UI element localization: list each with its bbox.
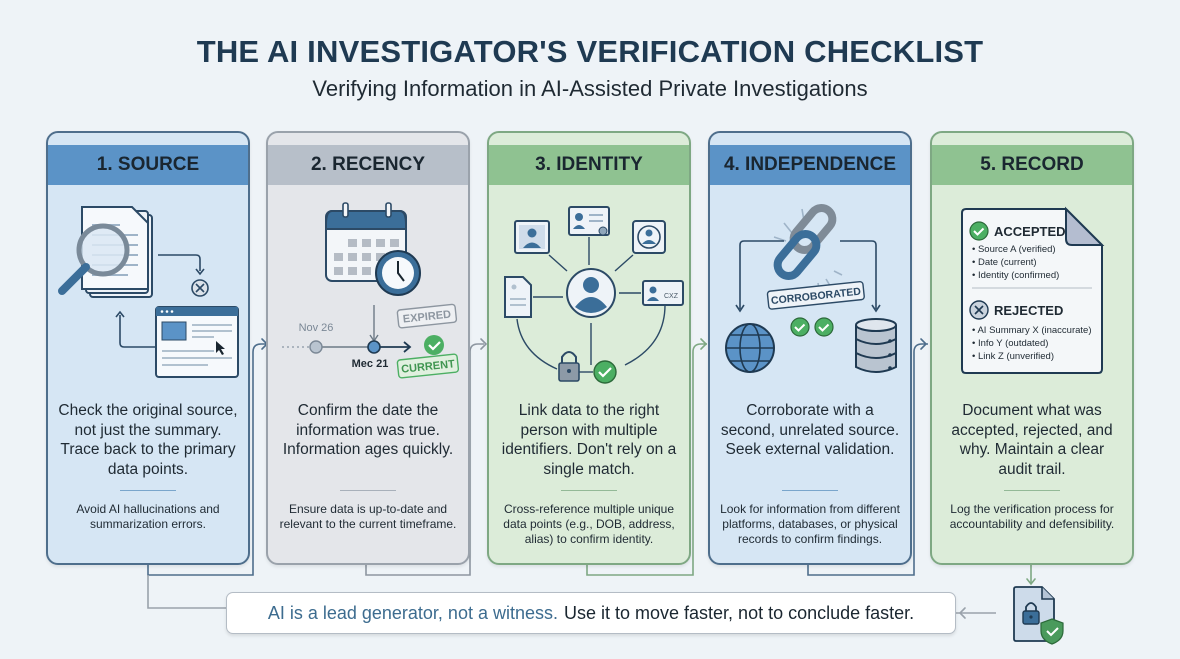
step-note: Cross-reference multiple unique data poi…: [503, 502, 675, 546]
step-description: Link data to the right person with multi…: [501, 402, 677, 478]
step-description: Corroborate with a second, unrelated sou…: [720, 402, 900, 458]
divider: [340, 490, 396, 491]
current-date: Mec 21: [352, 358, 389, 370]
step-description: Confirm the date the information was tru…: [282, 402, 454, 458]
record-document-icon: ACCEPTED • Source A (verified) • Date (c…: [961, 206, 1105, 374]
rejected-item: • Info Y (outdated): [972, 338, 1048, 349]
page-subtitle: Verifying Information in AI-Assisted Pri…: [312, 76, 868, 101]
step-note: Log the verification process for account…: [949, 502, 1115, 531]
step-description: Document what was accepted, rejected, an…: [951, 402, 1113, 478]
divider: [782, 490, 838, 491]
step-card-independence: 4. INDEPENDENCE CORROBORATED: [708, 131, 912, 565]
accepted-check-icon: [969, 221, 989, 241]
rejected-item: • Link Z (unverified): [972, 351, 1054, 362]
browser-window-icon: [155, 306, 239, 378]
accepted-item: • Date (current): [972, 257, 1037, 268]
document-icon: [504, 276, 532, 318]
step-card-identity: 3. IDENTITY CXZ Link data to the right p…: [487, 131, 691, 565]
step-note: Avoid AI hallucinations and summarizatio…: [76, 502, 220, 531]
id-card-icon: CXZ: [642, 280, 684, 306]
step-description: Check the original source, not just the …: [58, 402, 238, 478]
source-illustration: [48, 195, 248, 515]
expired-label: EXPIRED: [402, 309, 451, 326]
step-card-source: 1. SOURCE C: [46, 131, 250, 565]
database-icon: [855, 318, 897, 373]
check-icon: [593, 360, 617, 384]
takeaway-lead: AI is a lead generator, not a witness.: [267, 602, 558, 623]
divider: [120, 490, 176, 491]
certificate-icon: [568, 206, 610, 236]
step-title: 3. IDENTITY: [489, 145, 689, 185]
timeline-icon: Nov 26 Mec 21: [282, 322, 412, 370]
secure-document-shield-icon: [1010, 585, 1068, 645]
old-date: Nov 26: [299, 322, 334, 334]
rejected-item: • AI Summary X (inaccurate): [972, 325, 1092, 336]
check-icon: [424, 335, 444, 355]
recency-illustration: Nov 26 Mec 21 EXPIRED CURRENT: [268, 195, 468, 515]
lock-icon: [558, 351, 580, 382]
divider: [561, 490, 617, 491]
accepted-item: • Source A (verified): [972, 244, 1056, 255]
check-icon: [790, 317, 810, 337]
divider: [1004, 490, 1060, 491]
check-icon: [814, 317, 834, 337]
rejected-label: REJECTED: [994, 303, 1063, 318]
reject-x-icon: [191, 279, 209, 297]
chain-link-icon: [773, 204, 843, 296]
step-title: 1. SOURCE: [48, 145, 248, 185]
magnifier-documents-icon: [58, 206, 153, 298]
calendar-clock-icon: [325, 202, 421, 296]
page-title: THE AI INVESTIGATOR'S VERIFICATION CHECK…: [196, 34, 984, 69]
step-title: 2. RECENCY: [268, 145, 468, 185]
person-icon: [566, 268, 616, 318]
photo-id-icon: [514, 220, 550, 254]
key-takeaway-banner: AI is a lead generator, not a witness. U…: [226, 592, 956, 634]
independence-illustration: CORROBORATED: [710, 195, 910, 515]
record-illustration: ACCEPTED • Source A (verified) • Date (c…: [932, 195, 1132, 515]
id-card-text: CXZ: [664, 293, 679, 300]
globe-icon: [725, 323, 775, 373]
step-card-recency: 2. RECENCY: [266, 131, 470, 565]
step-note: Ensure data is up-to-date and relevant t…: [279, 502, 457, 531]
step-card-record: 5. RECORD ACCEPTED • Source A (verified)…: [930, 131, 1134, 565]
accepted-item: • Identity (confirmed): [972, 270, 1059, 281]
accepted-label: ACCEPTED: [994, 224, 1066, 239]
step-title: 4. INDEPENDENCE: [710, 145, 910, 185]
step-note: Look for information from different plat…: [720, 502, 900, 546]
profile-icon: [632, 220, 666, 254]
identity-illustration: CXZ: [489, 195, 689, 515]
takeaway-rest: Use it to move faster, not to conclude f…: [563, 602, 915, 623]
current-label: CURRENT: [401, 358, 456, 376]
cursor-icon: [216, 341, 225, 355]
step-title: 5. RECORD: [932, 145, 1132, 185]
rejected-x-icon: [969, 300, 989, 320]
